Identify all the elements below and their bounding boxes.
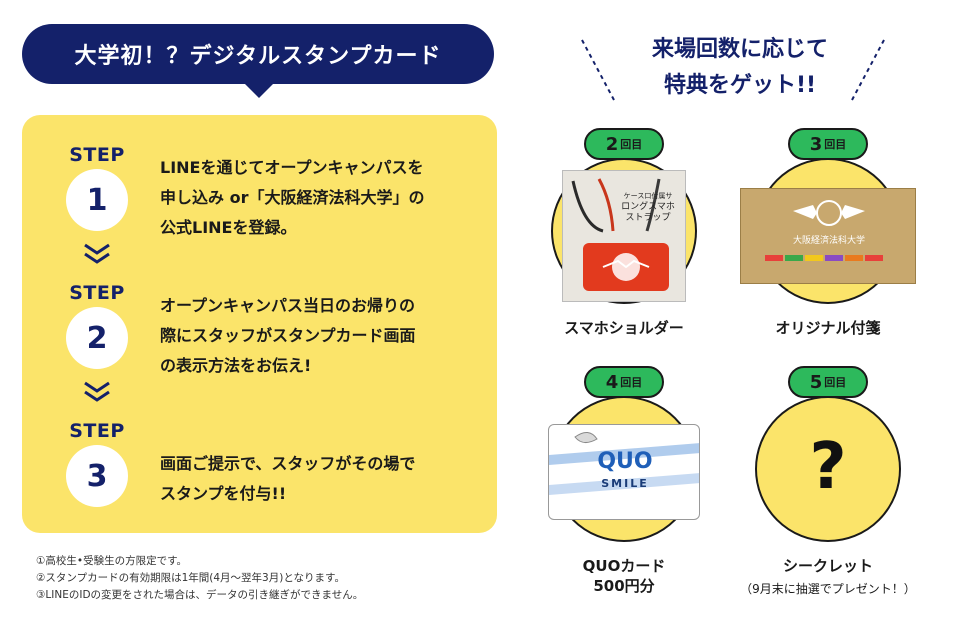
sticky-notes-label: 大阪経済法科大学 [792, 236, 865, 246]
dash-decoration-right [851, 39, 885, 101]
strap-package-text-1: ケース口付属サ [623, 192, 673, 200]
reward-3: 3 回目 大阪経済法科大学 オリジナル付箋 [738, 128, 918, 338]
step-2-line-1: オープンキャンパス当日のお帰りの [160, 296, 416, 315]
dash-decoration-left [581, 39, 615, 101]
title-banner: 大学初！？デジタルスタンプカード [22, 24, 494, 84]
reward-3-unit: 回目 [824, 138, 847, 151]
step-2-line-2: 際にスタッフがスタンプカード画面 [160, 326, 416, 345]
reward-2-count-badge: 2 回目 [584, 128, 664, 160]
reward-5-unit: 回目 [824, 376, 847, 389]
note-1: ①高校生•受験生の方限定です。 [36, 555, 188, 567]
rewards-header: 来場回数に応じて 特典をゲット!! [600, 32, 880, 104]
reward-4-name-line-1: QUOカード [582, 557, 666, 575]
reward-3-count-badge: 3 回目 [788, 128, 868, 160]
rewards-header-line-2: 特典をゲット!! [663, 73, 817, 98]
reward-2-count: 2 [605, 133, 619, 155]
reward-5-count: 5 [809, 371, 823, 393]
step-3-text: 画面ご提示で、スタッフがその場で スタンプを付与!! [160, 449, 480, 509]
note-2: ②スタンプカードの有効期限は1年間(4月～翌年3月)となります。 [36, 572, 345, 584]
step-2-badge: STEP 2 [62, 283, 132, 369]
page-title: 大学初！？デジタルスタンプカード [74, 44, 442, 69]
steps-panel: STEP 1 LINEを通じてオープンキャンパスを 申し込み or「大阪経済法科… [22, 115, 497, 533]
reward-4-count-badge: 4 回目 [584, 366, 664, 398]
note-3: ③LINEのIDの変更をされた場合は、データの引き継ぎができません。 [36, 589, 364, 601]
chevron-down-icon [84, 381, 110, 402]
reward-4-unit: 回目 [620, 376, 643, 389]
reward-2: 2 回目 ケース口付属サ ロングスマホ ストラップ スマホショルダー [534, 128, 714, 338]
quo-logo: QUO [597, 449, 653, 474]
reward-3-count: 3 [809, 133, 823, 155]
step-1-badge: STEP 1 [62, 145, 132, 231]
step-2-text: オープンキャンパス当日のお帰りの 際にスタッフがスタンプカード画面 の表示方法を… [160, 291, 480, 381]
step-3-label: STEP [69, 420, 125, 442]
reward-4: 4 回目 QUO SMILE QUOカード 500円分 [534, 366, 714, 595]
sticky-notes-image: 大阪経済法科大学 [740, 188, 916, 284]
step-2-label: STEP [69, 282, 125, 304]
notes: ①高校生•受験生の方限定です。 ②スタンプカードの有効期限は1年間(4月～翌年3… [36, 553, 496, 604]
step-1-line-1: LINEを通じてオープンキャンパスを [160, 158, 424, 177]
phone-strap-image: ケース口付属サ ロングスマホ ストラップ [562, 170, 686, 302]
step-1-label: STEP [69, 144, 125, 166]
step-1-number: 1 [66, 169, 128, 231]
reward-5-count-badge: 5 回目 [788, 366, 868, 398]
step-3-number: 3 [66, 445, 128, 507]
reward-5-circle [755, 396, 901, 542]
strap-package-text-2: ロングスマホ [621, 202, 675, 212]
quo-smile-text: SMILE [601, 477, 649, 490]
step-3-line-2: スタンプを付与!! [160, 484, 287, 503]
reward-5-name: シークレット [782, 557, 873, 575]
step-2-line-3: の表示方法をお伝え! [160, 356, 312, 375]
chevron-down-icon [84, 243, 110, 264]
step-1-text: LINEを通じてオープンキャンパスを 申し込み or「大阪経済法科大学」の 公式… [160, 153, 480, 243]
reward-4-name: QUOカード 500円分 [534, 556, 714, 596]
reward-3-name: オリジナル付箋 [775, 319, 881, 337]
reward-2-name: スマホショルダー [564, 319, 684, 337]
strap-package-text-3: ストラップ [625, 213, 671, 223]
reward-5: 5 回目 ? シークレット （9月末に抽選でプレゼント！） [738, 366, 918, 596]
quo-card-image: QUO SMILE [548, 424, 700, 520]
step-1-line-3: 公式LINEを登録。 [160, 218, 297, 237]
step-3-line-1: 画面ご提示で、スタッフがその場で [160, 454, 416, 473]
reward-4-name-line-2: 500円分 [593, 577, 655, 595]
reward-2-unit: 回目 [620, 138, 643, 151]
rewards-header-line-1: 来場回数に応じて [651, 37, 828, 62]
question-mark-icon: ? [809, 430, 847, 504]
reward-4-count: 4 [605, 371, 619, 393]
step-2-number: 2 [66, 307, 128, 369]
step-3-badge: STEP 3 [62, 421, 132, 507]
step-1-line-2: 申し込み or「大阪経済法科大学」の [160, 188, 425, 207]
reward-5-subtitle: （9月末に抽選でプレゼント！） [740, 582, 916, 596]
title-pointer [243, 82, 275, 98]
